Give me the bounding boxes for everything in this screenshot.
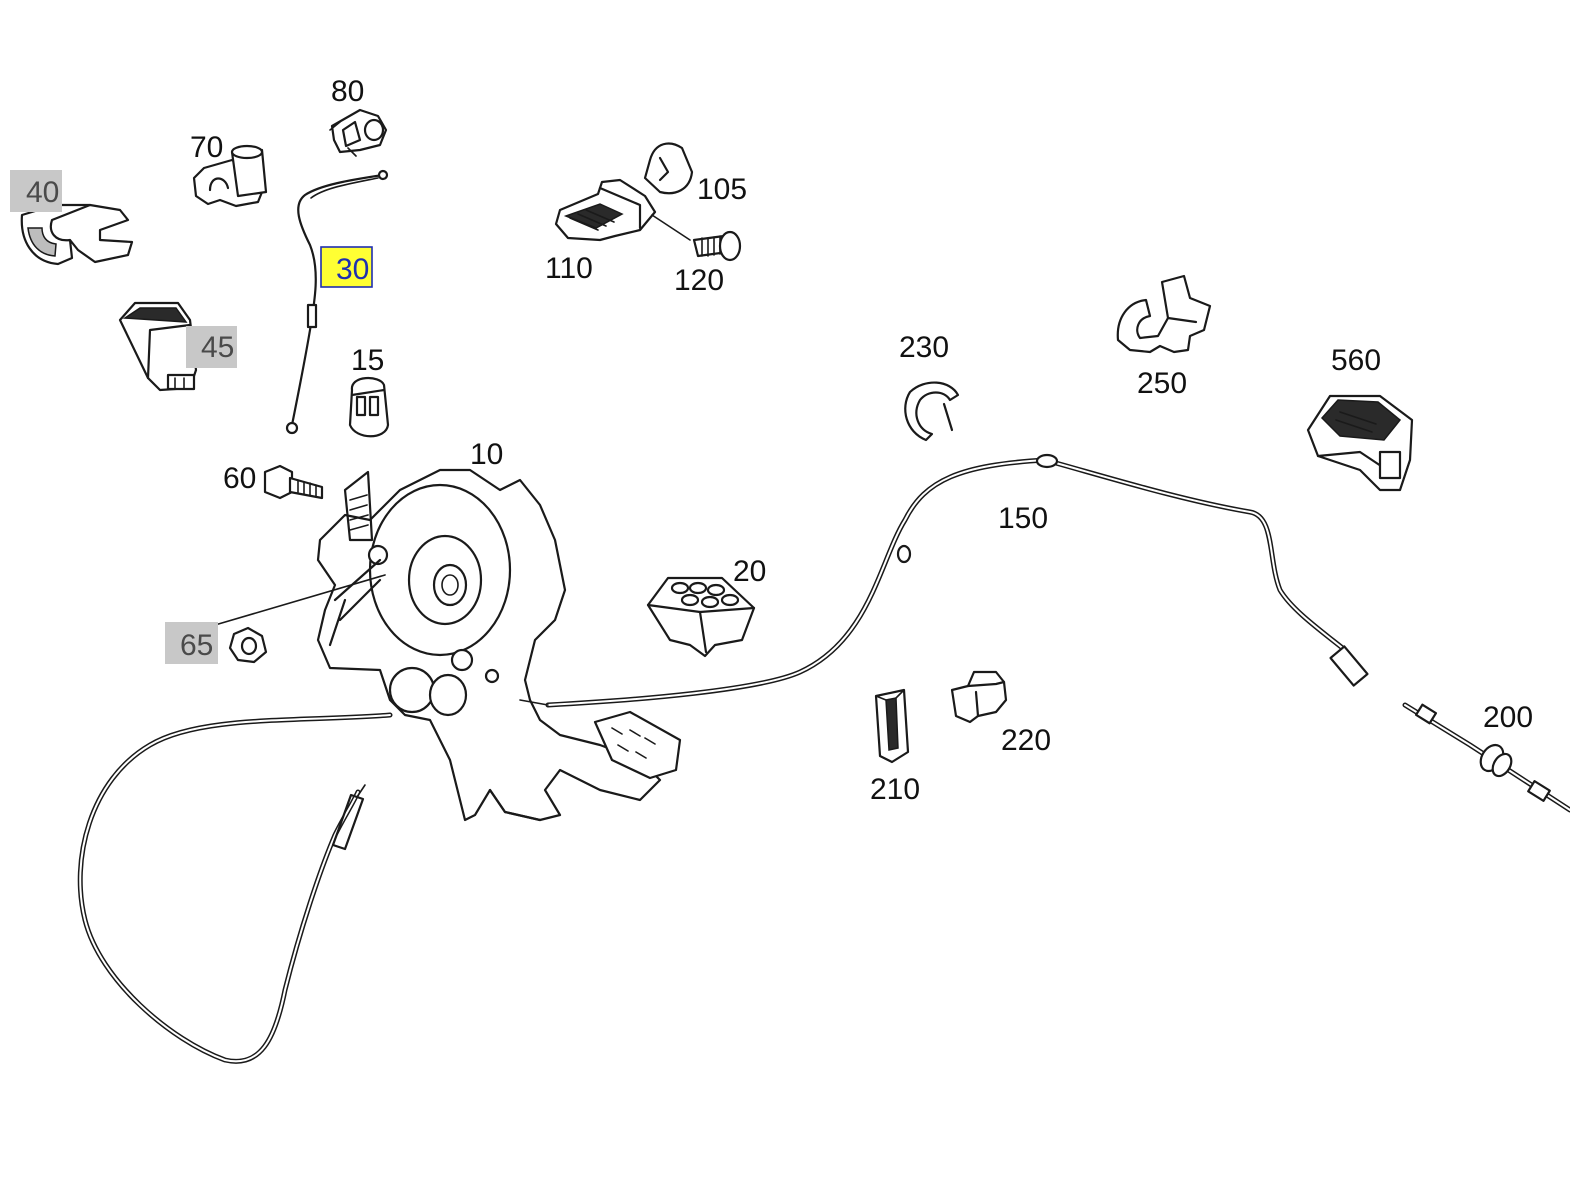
cable-end-200[interactable] xyxy=(1402,702,1570,813)
part-label-110[interactable]: 110 xyxy=(545,252,593,285)
part-label-150[interactable]: 150 xyxy=(998,502,1048,535)
part-label-210[interactable]: 210 xyxy=(870,773,920,806)
part-label-220[interactable]: 220 xyxy=(1001,724,1051,757)
part-250-hook[interactable] xyxy=(1116,274,1212,354)
part-label-45[interactable]: 45 xyxy=(201,331,234,364)
part-label-105[interactable]: 105 xyxy=(697,173,747,206)
part-110-switch[interactable] xyxy=(554,178,691,242)
part-label-70[interactable]: 70 xyxy=(190,131,223,164)
part-30-cable[interactable] xyxy=(285,169,389,435)
part-label-10[interactable]: 10 xyxy=(470,438,503,471)
part-60-bolt[interactable] xyxy=(263,464,324,500)
highlight-30-selected xyxy=(320,246,373,288)
pedal-assembly[interactable] xyxy=(316,468,682,822)
part-label-40[interactable]: 40 xyxy=(26,176,59,209)
highlight-65 xyxy=(165,622,218,664)
part-65-nut[interactable] xyxy=(228,626,268,664)
part-label-120[interactable]: 120 xyxy=(674,264,724,297)
part-label-20[interactable]: 20 xyxy=(733,555,766,588)
part-45-bracket[interactable] xyxy=(118,301,198,392)
part-label-30[interactable]: 30 xyxy=(336,253,369,286)
part-15-rubber[interactable] xyxy=(348,377,390,438)
cable-150[interactable] xyxy=(545,453,1369,708)
highlight-45 xyxy=(186,326,237,368)
part-label-560[interactable]: 560 xyxy=(1331,344,1381,377)
part-70-bushing[interactable] xyxy=(192,144,268,208)
part-120-screw[interactable] xyxy=(692,230,742,262)
part-label-80[interactable]: 80 xyxy=(331,75,364,108)
part-label-250[interactable]: 250 xyxy=(1137,367,1187,400)
part-label-230[interactable]: 230 xyxy=(899,331,949,364)
part-220-bracket[interactable] xyxy=(950,670,1008,724)
part-560-box[interactable] xyxy=(1306,394,1414,492)
part-210-clip[interactable] xyxy=(874,688,910,764)
part-230-clip[interactable] xyxy=(904,381,960,442)
cable-loop-left[interactable] xyxy=(77,712,393,1064)
part-20-block[interactable] xyxy=(646,576,756,658)
highlight-40 xyxy=(10,170,62,212)
part-label-65[interactable]: 65 xyxy=(180,629,213,662)
part-label-15[interactable]: 15 xyxy=(351,344,384,377)
part-label-200[interactable]: 200 xyxy=(1483,701,1533,734)
part-40-clip[interactable] xyxy=(20,203,134,266)
part-label-60[interactable]: 60 xyxy=(223,462,256,495)
part-80-sensor[interactable] xyxy=(329,108,388,157)
leader-line-65 xyxy=(214,574,386,626)
part-105-cover[interactable] xyxy=(643,142,694,195)
